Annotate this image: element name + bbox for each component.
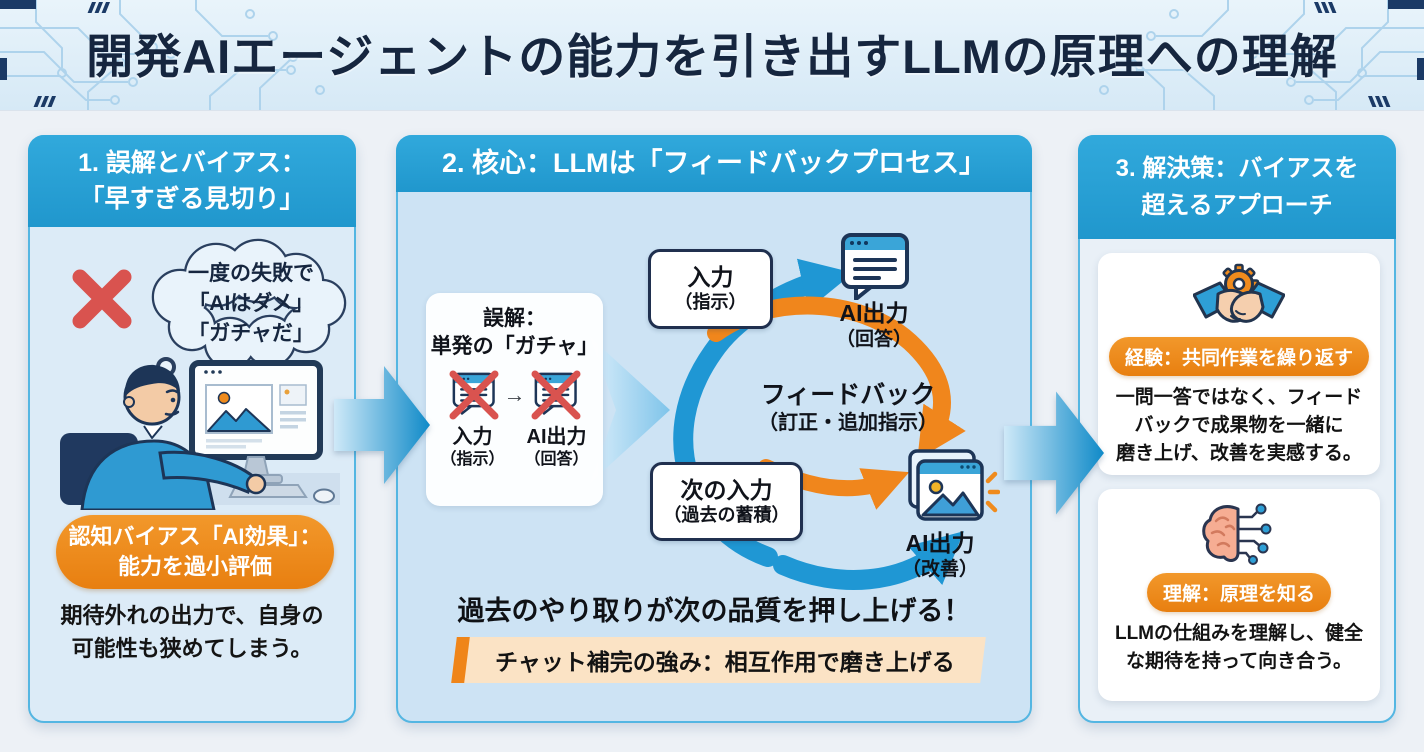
handshake-gear-icon bbox=[1193, 263, 1285, 323]
red-cross-icon bbox=[72, 269, 132, 329]
arrow-glyph: → bbox=[503, 382, 526, 407]
takeaway-text: 過去のやり取りが次の品質を押し上げる！ bbox=[457, 596, 971, 626]
chat-window-icon bbox=[841, 233, 909, 300]
panel1-caption: 期待外れの出力で、自身の 可能性も狭めてしまう。 bbox=[30, 599, 354, 665]
experience-badge: 経験：共同作業を繰り返す bbox=[1108, 337, 1369, 376]
panel3-title-line2: 超えるアプローチ bbox=[1141, 192, 1333, 219]
thought-bubble-text: 一度の失敗で 「AIはダメ」 「ガチャだ」 bbox=[158, 259, 344, 349]
crossed-chat-icon bbox=[531, 370, 580, 420]
cognitive-bias-badge: 認知バイアス「AI効果」： 能力を過小評価 bbox=[56, 515, 334, 589]
ai-answer-label: AI出力 （回答） bbox=[804, 299, 944, 352]
strength-banner: チャット補完の強み：相互作用で磨き上げる bbox=[451, 637, 986, 683]
circuit-pattern-decoration bbox=[0, 0, 1424, 110]
next-input-box: 次の入力 （過去の蓄積） bbox=[650, 462, 803, 541]
ai-improve-sub: （改善） bbox=[901, 559, 978, 580]
feedback-sub: （訂正・追加指示） bbox=[758, 412, 938, 434]
panel3-header: 3. 解決策：バイアスを 超えるアプローチ bbox=[1078, 135, 1396, 239]
mistake-output-label: AI出力 bbox=[526, 426, 587, 448]
panel2-title: 2. 核心：LLMは「フィードバックプロセス」 bbox=[442, 148, 986, 178]
input-sub: （指示） bbox=[674, 292, 747, 312]
experience-card: 経験：共同作業を繰り返す 一問一答ではなく、フィード バックで成果物を一緒に 磨… bbox=[1098, 253, 1380, 475]
understanding-badge: 理解：原理を知る bbox=[1146, 573, 1331, 612]
mistake-input-sub: （指示） bbox=[440, 451, 505, 468]
next-input-sub: （過去の蓄積） bbox=[663, 504, 790, 525]
mistake-line2: 単発の「ガチャ」 bbox=[430, 335, 599, 358]
caption-line1: 期待外れの出力で、自身の bbox=[60, 603, 324, 628]
experience-line1: 一問一答ではなく、フィード bbox=[1115, 387, 1363, 408]
person-at-computer-illustration bbox=[60, 360, 340, 510]
bubble-line1: 一度の失敗で bbox=[188, 262, 314, 285]
badge-line1: 認知バイアス「AI効果」： bbox=[68, 524, 322, 549]
header-band: 開発AIエージェントの能力を引き出すLLMの原理への理解 bbox=[0, 0, 1424, 111]
input-box: 入力 （指示） bbox=[648, 249, 773, 329]
panel3-title-line1: 3. 解決策：バイアスを bbox=[1115, 155, 1359, 182]
experience-text: 一問一答ではなく、フィード バックで成果物を一緒に 磨き上げ、改善を実感する。 bbox=[1116, 384, 1363, 468]
experience-line2: バックで成果物を一緒に bbox=[1134, 415, 1344, 436]
caption-line2: 可能性も狭めてしまう。 bbox=[71, 636, 313, 661]
badge-line2: 能力を過小評価 bbox=[117, 554, 272, 579]
panel1-title-line2: 「早すぎる見切り」 bbox=[79, 185, 305, 213]
experience-line3: 磨き上げ、改善を実感する。 bbox=[1116, 443, 1362, 464]
bubble-line2: 「AIはダメ」 bbox=[188, 292, 314, 315]
understanding-line1: LLMの仕組みを理解し、健全 bbox=[1114, 623, 1364, 644]
ai-improve-main: AI出力 bbox=[905, 530, 975, 556]
mistake-output-sub: （回答） bbox=[524, 451, 589, 468]
page-title: 開発AIエージェントの能力を引き出すLLMの原理への理解 bbox=[86, 29, 1338, 83]
feedback-label: フィードバック （訂正・追加指示） bbox=[698, 380, 998, 437]
mistake-input-label: 入力 bbox=[452, 426, 493, 448]
understanding-line2: な期待を持って向き合う。 bbox=[1126, 651, 1352, 672]
understanding-card: 理解：原理を知る LLMの仕組みを理解し、健全 な期待を持って向き合う。 bbox=[1098, 489, 1380, 701]
strength-banner-text: チャット補完の強み：相互作用で磨き上げる bbox=[495, 649, 955, 675]
image-window-icon bbox=[908, 449, 1000, 521]
ai-answer-main: AI出力 bbox=[839, 300, 909, 326]
feedback-main: フィードバック bbox=[760, 381, 936, 409]
mistake-line1: 誤解： bbox=[483, 307, 546, 330]
crossed-chat-icon bbox=[449, 370, 498, 420]
flow-arrow-1 bbox=[334, 366, 430, 484]
next-input-label: 次の入力 bbox=[680, 476, 773, 503]
panel-misconception-bias: 1. 誤解とバイアス： 「早すぎる見切り」 一度の失敗で 「AIはダメ」 「ガチ… bbox=[28, 135, 356, 723]
brain-circuit-icon bbox=[1202, 503, 1272, 565]
bubble-line3: 「ガチャだ」 bbox=[188, 322, 314, 345]
flow-arrow-2 bbox=[1004, 391, 1104, 515]
panel2-header: 2. 核心：LLMは「フィードバックプロセス」 bbox=[396, 135, 1032, 192]
panel1-title-line1: 1. 誤解とバイアス： bbox=[78, 149, 306, 177]
input-label: 入力 bbox=[687, 264, 734, 290]
panel1-header: 1. 誤解とバイアス： 「早すぎる見切り」 bbox=[28, 135, 356, 227]
ai-improve-label: AI出力 （改善） bbox=[870, 529, 1010, 582]
understanding-text: LLMの仕組みを理解し、健全 な期待を持って向き合う。 bbox=[1115, 620, 1363, 676]
panel-solutions: 3. 解決策：バイアスを 超えるアプローチ bbox=[1078, 135, 1396, 723]
thought-bubble-icon bbox=[144, 238, 347, 387]
panel-feedback-process: 2. 核心：LLMは「フィードバックプロセス」 誤解： 単 bbox=[396, 135, 1032, 723]
misconception-box: 誤解： 単発の「ガチャ」 → bbox=[426, 293, 603, 506]
ai-answer-sub: （回答） bbox=[835, 329, 912, 350]
